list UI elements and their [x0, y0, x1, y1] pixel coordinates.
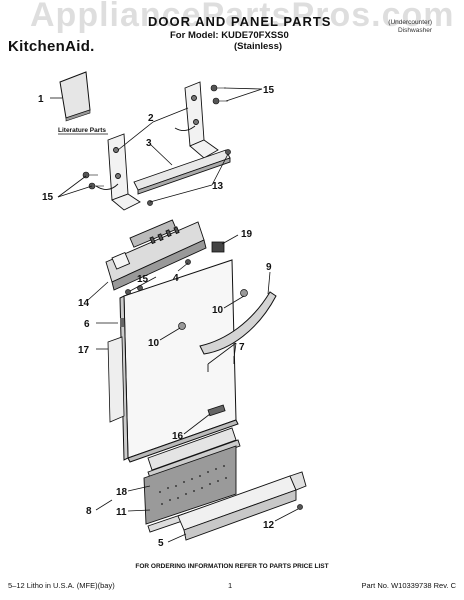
callout-18: 18 — [116, 487, 128, 498]
product-type-line-2: Dishwasher — [398, 27, 432, 34]
callout-11: 11 — [116, 507, 127, 518]
watermark: AppliancePartsPros.com — [30, 0, 455, 34]
callout-12: 12 — [263, 520, 275, 531]
parts-diagram: Literature Parts — [38, 71, 307, 549]
finish-label: (Stainless) — [234, 41, 283, 52]
insulation-pad — [107, 336, 125, 423]
callout-6: 6 — [84, 319, 90, 330]
callout-1: 1 — [38, 94, 44, 105]
hinge-bracket-right — [174, 81, 219, 159]
kick-plate — [177, 471, 307, 541]
callout-16: 16 — [172, 431, 184, 442]
panel-bottom-bracket — [207, 404, 226, 417]
literature-parts-label: Literature Parts — [58, 127, 106, 134]
callout-9: 9 — [266, 262, 272, 273]
product-type-line-1: (Undercounter) — [388, 19, 432, 26]
page-title: DOOR AND PANEL PARTS — [148, 14, 332, 29]
callout-8: 8 — [86, 506, 92, 517]
callout-3: 3 — [146, 138, 152, 149]
handle-caps — [178, 289, 248, 330]
callout-7: 7 — [239, 342, 245, 353]
callout-17: 17 — [78, 345, 90, 356]
callout-10-upper: 10 — [212, 305, 224, 316]
part-number: Part No. W10339738 Rev. C — [361, 581, 457, 590]
part-19 — [211, 241, 225, 253]
callout-14: 14 — [78, 298, 90, 309]
callout-15-left: 15 — [42, 192, 54, 203]
callout-numbers: 1 2 3 15 13 15 19 9 15 4 14 10 6 10 7 17… — [38, 85, 275, 549]
control-panel-assembly — [105, 219, 207, 291]
callout-15-mid: 15 — [137, 274, 149, 285]
callout-2: 2 — [148, 113, 154, 124]
door-handle — [199, 291, 277, 355]
brand-logo: KitchenAid. — [8, 38, 95, 55]
model-number: For Model: KUDE70FXSS0 — [170, 30, 289, 41]
hinge-bracket-left — [95, 133, 141, 211]
callout-19: 19 — [241, 229, 253, 240]
literature-booklet: Literature Parts — [58, 71, 108, 135]
litho-info: 5–12 Litho in U.S.A. (MFE)(bay) — [8, 581, 115, 590]
callout-15-top: 15 — [263, 85, 275, 96]
leader-lines — [50, 87, 299, 543]
callout-5: 5 — [158, 538, 164, 549]
callout-13: 13 — [212, 181, 224, 192]
callout-10-lower: 10 — [148, 338, 160, 349]
screws-left — [82, 171, 104, 190]
page-number: 1 — [228, 581, 233, 590]
callout-4: 4 — [173, 273, 179, 284]
top-rail — [133, 149, 231, 195]
kick-plate-screw — [297, 504, 303, 510]
ordering-info: FOR ORDERING INFORMATION REFER TO PARTS … — [135, 563, 329, 570]
